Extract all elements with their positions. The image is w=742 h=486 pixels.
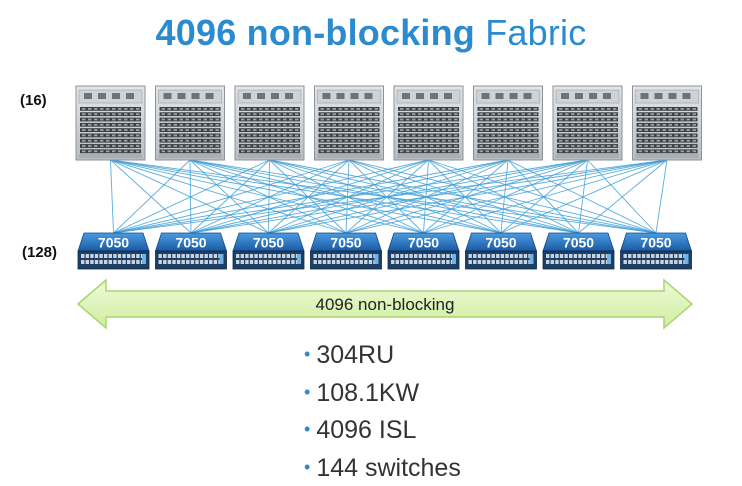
- interconnect-links: [111, 160, 668, 233]
- leaf-model-label: 7050: [408, 235, 439, 251]
- spine-chassis-icon: [474, 86, 543, 160]
- link-line: [656, 160, 667, 233]
- leaf-switches: 7050 7050 7050 7050 7050 7050 7050 7050: [78, 233, 692, 269]
- stats-list: •304RU •108.1KW •4096 ISL •144 switches: [304, 336, 461, 486]
- spine-chassis-icon: [156, 86, 225, 160]
- leaf-switch-icon: 7050: [543, 233, 614, 269]
- spine-chassis-icon: [553, 86, 622, 160]
- leaf-model-label: 7050: [175, 235, 206, 251]
- spine-chassis-icon: [235, 86, 304, 160]
- link-line: [349, 160, 424, 233]
- leaf-model-label: 7050: [485, 235, 516, 251]
- stat-item: •4096 ISL: [304, 411, 461, 449]
- spine-chassis-icon: [315, 86, 384, 160]
- link-line: [349, 160, 501, 233]
- capacity-arrow-label: 4096 non-blocking: [316, 295, 455, 314]
- stat-item: •304RU: [304, 336, 461, 374]
- leaf-switch-icon: 7050: [233, 233, 304, 269]
- bullet-dot-icon: •: [304, 382, 310, 402]
- leaf-model-label: 7050: [253, 235, 284, 251]
- link-line: [429, 160, 502, 233]
- leaf-switch-icon: 7050: [78, 233, 149, 269]
- link-line: [114, 160, 588, 233]
- leaf-switch-icon: 7050: [466, 233, 537, 269]
- link-line: [114, 160, 350, 233]
- leaf-model-label: 7050: [330, 235, 361, 251]
- stat-item: •144 switches: [304, 449, 461, 486]
- leaf-model-label: 7050: [563, 235, 594, 251]
- bullet-dot-icon: •: [304, 344, 310, 364]
- link-line: [111, 160, 114, 233]
- link-line: [190, 160, 269, 233]
- stat-item: •108.1KW: [304, 374, 461, 412]
- leaf-switch-icon: 7050: [311, 233, 382, 269]
- leaf-switch-icon: 7050: [156, 233, 227, 269]
- spine-switches: [76, 86, 702, 160]
- bullet-dot-icon: •: [304, 457, 310, 477]
- spine-chassis-icon: [394, 86, 463, 160]
- leaf-model-label: 7050: [98, 235, 129, 251]
- bullet-dot-icon: •: [304, 419, 310, 439]
- leaf-model-label: 7050: [640, 235, 671, 251]
- spine-chassis-icon: [76, 86, 145, 160]
- leaf-switch-icon: 7050: [388, 233, 459, 269]
- link-line: [190, 160, 346, 233]
- spine-chassis-icon: [633, 86, 702, 160]
- capacity-arrow: 4096 non-blocking: [78, 280, 692, 328]
- leaf-switch-icon: 7050: [621, 233, 692, 269]
